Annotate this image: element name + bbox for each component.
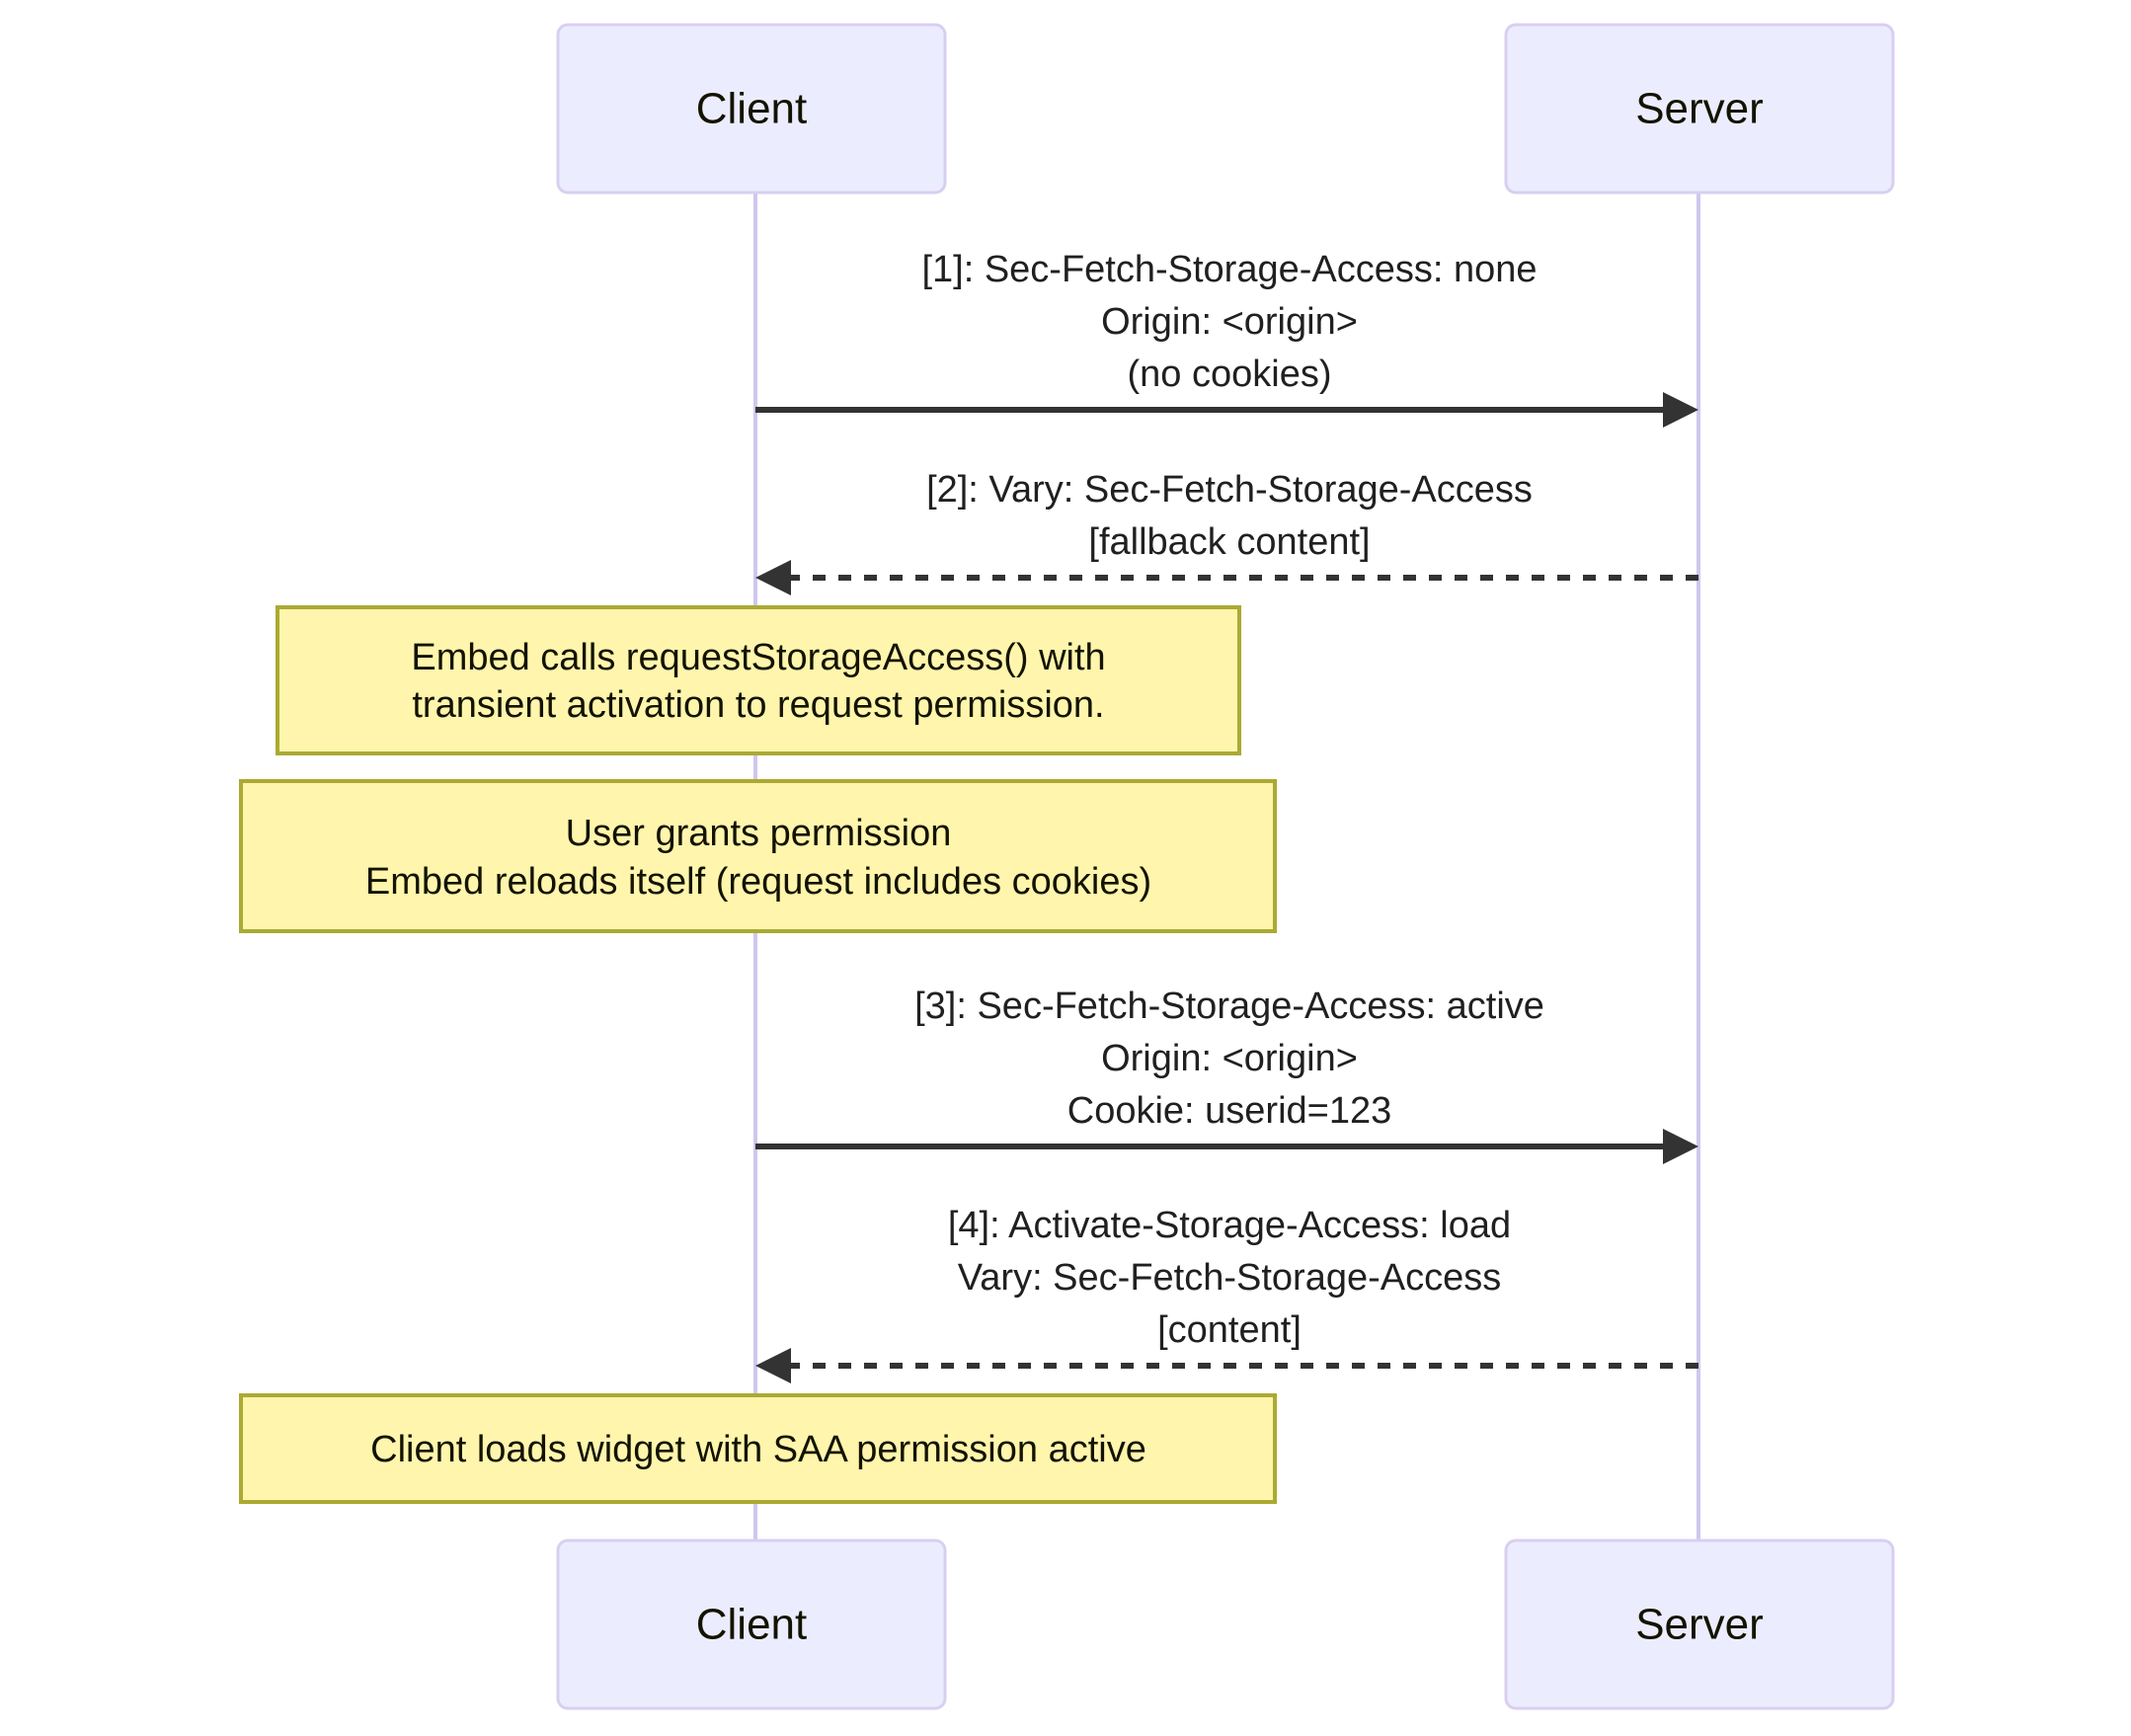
message-4-line-3: [content] bbox=[1157, 1309, 1302, 1351]
participant-server-top[interactable]: Server bbox=[1504, 23, 1895, 195]
message-1-line-1: [1]: Sec-Fetch-Storage-Access: none bbox=[921, 249, 1537, 290]
note-1-line-1: Embed calls requestStorageAccess() with bbox=[411, 637, 1105, 678]
participant-client-bottom[interactable]: Client bbox=[556, 1539, 947, 1710]
message-2-arrow-head bbox=[755, 560, 791, 595]
message-1-line-2: Origin: <origin> bbox=[1101, 301, 1358, 343]
note-box-2 bbox=[239, 779, 1277, 933]
participant-client-top[interactable]: Client bbox=[556, 23, 947, 195]
participant-box-server-top[interactable] bbox=[1504, 23, 1895, 195]
participant-label-client-top: Client bbox=[696, 85, 808, 133]
message-3-line-1: [3]: Sec-Fetch-Storage-Access: active bbox=[914, 986, 1544, 1027]
message-3: [3]: Sec-Fetch-Storage-Access: active Or… bbox=[755, 986, 1698, 1164]
message-3-line-3: Cookie: userid=123 bbox=[1067, 1090, 1392, 1132]
message-4-line-1: [4]: Activate-Storage-Access: load bbox=[948, 1205, 1511, 1246]
message-1-arrow-head bbox=[1663, 392, 1698, 428]
note-box-3 bbox=[239, 1393, 1277, 1504]
participant-box-client-bottom[interactable] bbox=[556, 1539, 947, 1710]
participant-label-server-bottom: Server bbox=[1635, 1601, 1764, 1649]
note-client-loads-widget: Client loads widget with SAA permission … bbox=[239, 1393, 1277, 1504]
message-2: [2]: Vary: Sec-Fetch-Storage-Access [fal… bbox=[755, 469, 1698, 595]
message-4-arrow-head bbox=[755, 1348, 791, 1383]
note-3-line-1: Client loads widget with SAA permission … bbox=[370, 1429, 1146, 1470]
message-3-line-2: Origin: <origin> bbox=[1101, 1038, 1358, 1079]
note-box-1 bbox=[276, 605, 1241, 755]
message-1-line-3: (no cookies) bbox=[1128, 354, 1332, 395]
participant-label-client-bottom: Client bbox=[696, 1601, 808, 1649]
message-2-line-1: [2]: Vary: Sec-Fetch-Storage-Access bbox=[926, 469, 1533, 511]
message-3-arrow-head bbox=[1663, 1129, 1698, 1164]
note-2-line-1: User grants permission bbox=[566, 813, 952, 854]
participant-box-client-top[interactable] bbox=[556, 23, 947, 195]
note-1-line-2: transient activation to request permissi… bbox=[412, 684, 1104, 726]
participant-label-server-top: Server bbox=[1635, 85, 1764, 133]
participant-box-server-bottom[interactable] bbox=[1504, 1539, 1895, 1710]
message-4: [4]: Activate-Storage-Access: load Vary:… bbox=[755, 1205, 1698, 1383]
message-1: [1]: Sec-Fetch-Storage-Access: none Orig… bbox=[755, 249, 1698, 428]
message-2-line-2: [fallback content] bbox=[1088, 521, 1370, 563]
note-user-grants-permission: User grants permission Embed reloads its… bbox=[239, 779, 1277, 933]
message-4-line-2: Vary: Sec-Fetch-Storage-Access bbox=[958, 1257, 1501, 1299]
participant-server-bottom[interactable]: Server bbox=[1504, 1539, 1895, 1710]
note-2-line-2: Embed reloads itself (request includes c… bbox=[365, 861, 1151, 903]
note-request-storage-access: Embed calls requestStorageAccess() with … bbox=[276, 605, 1241, 755]
